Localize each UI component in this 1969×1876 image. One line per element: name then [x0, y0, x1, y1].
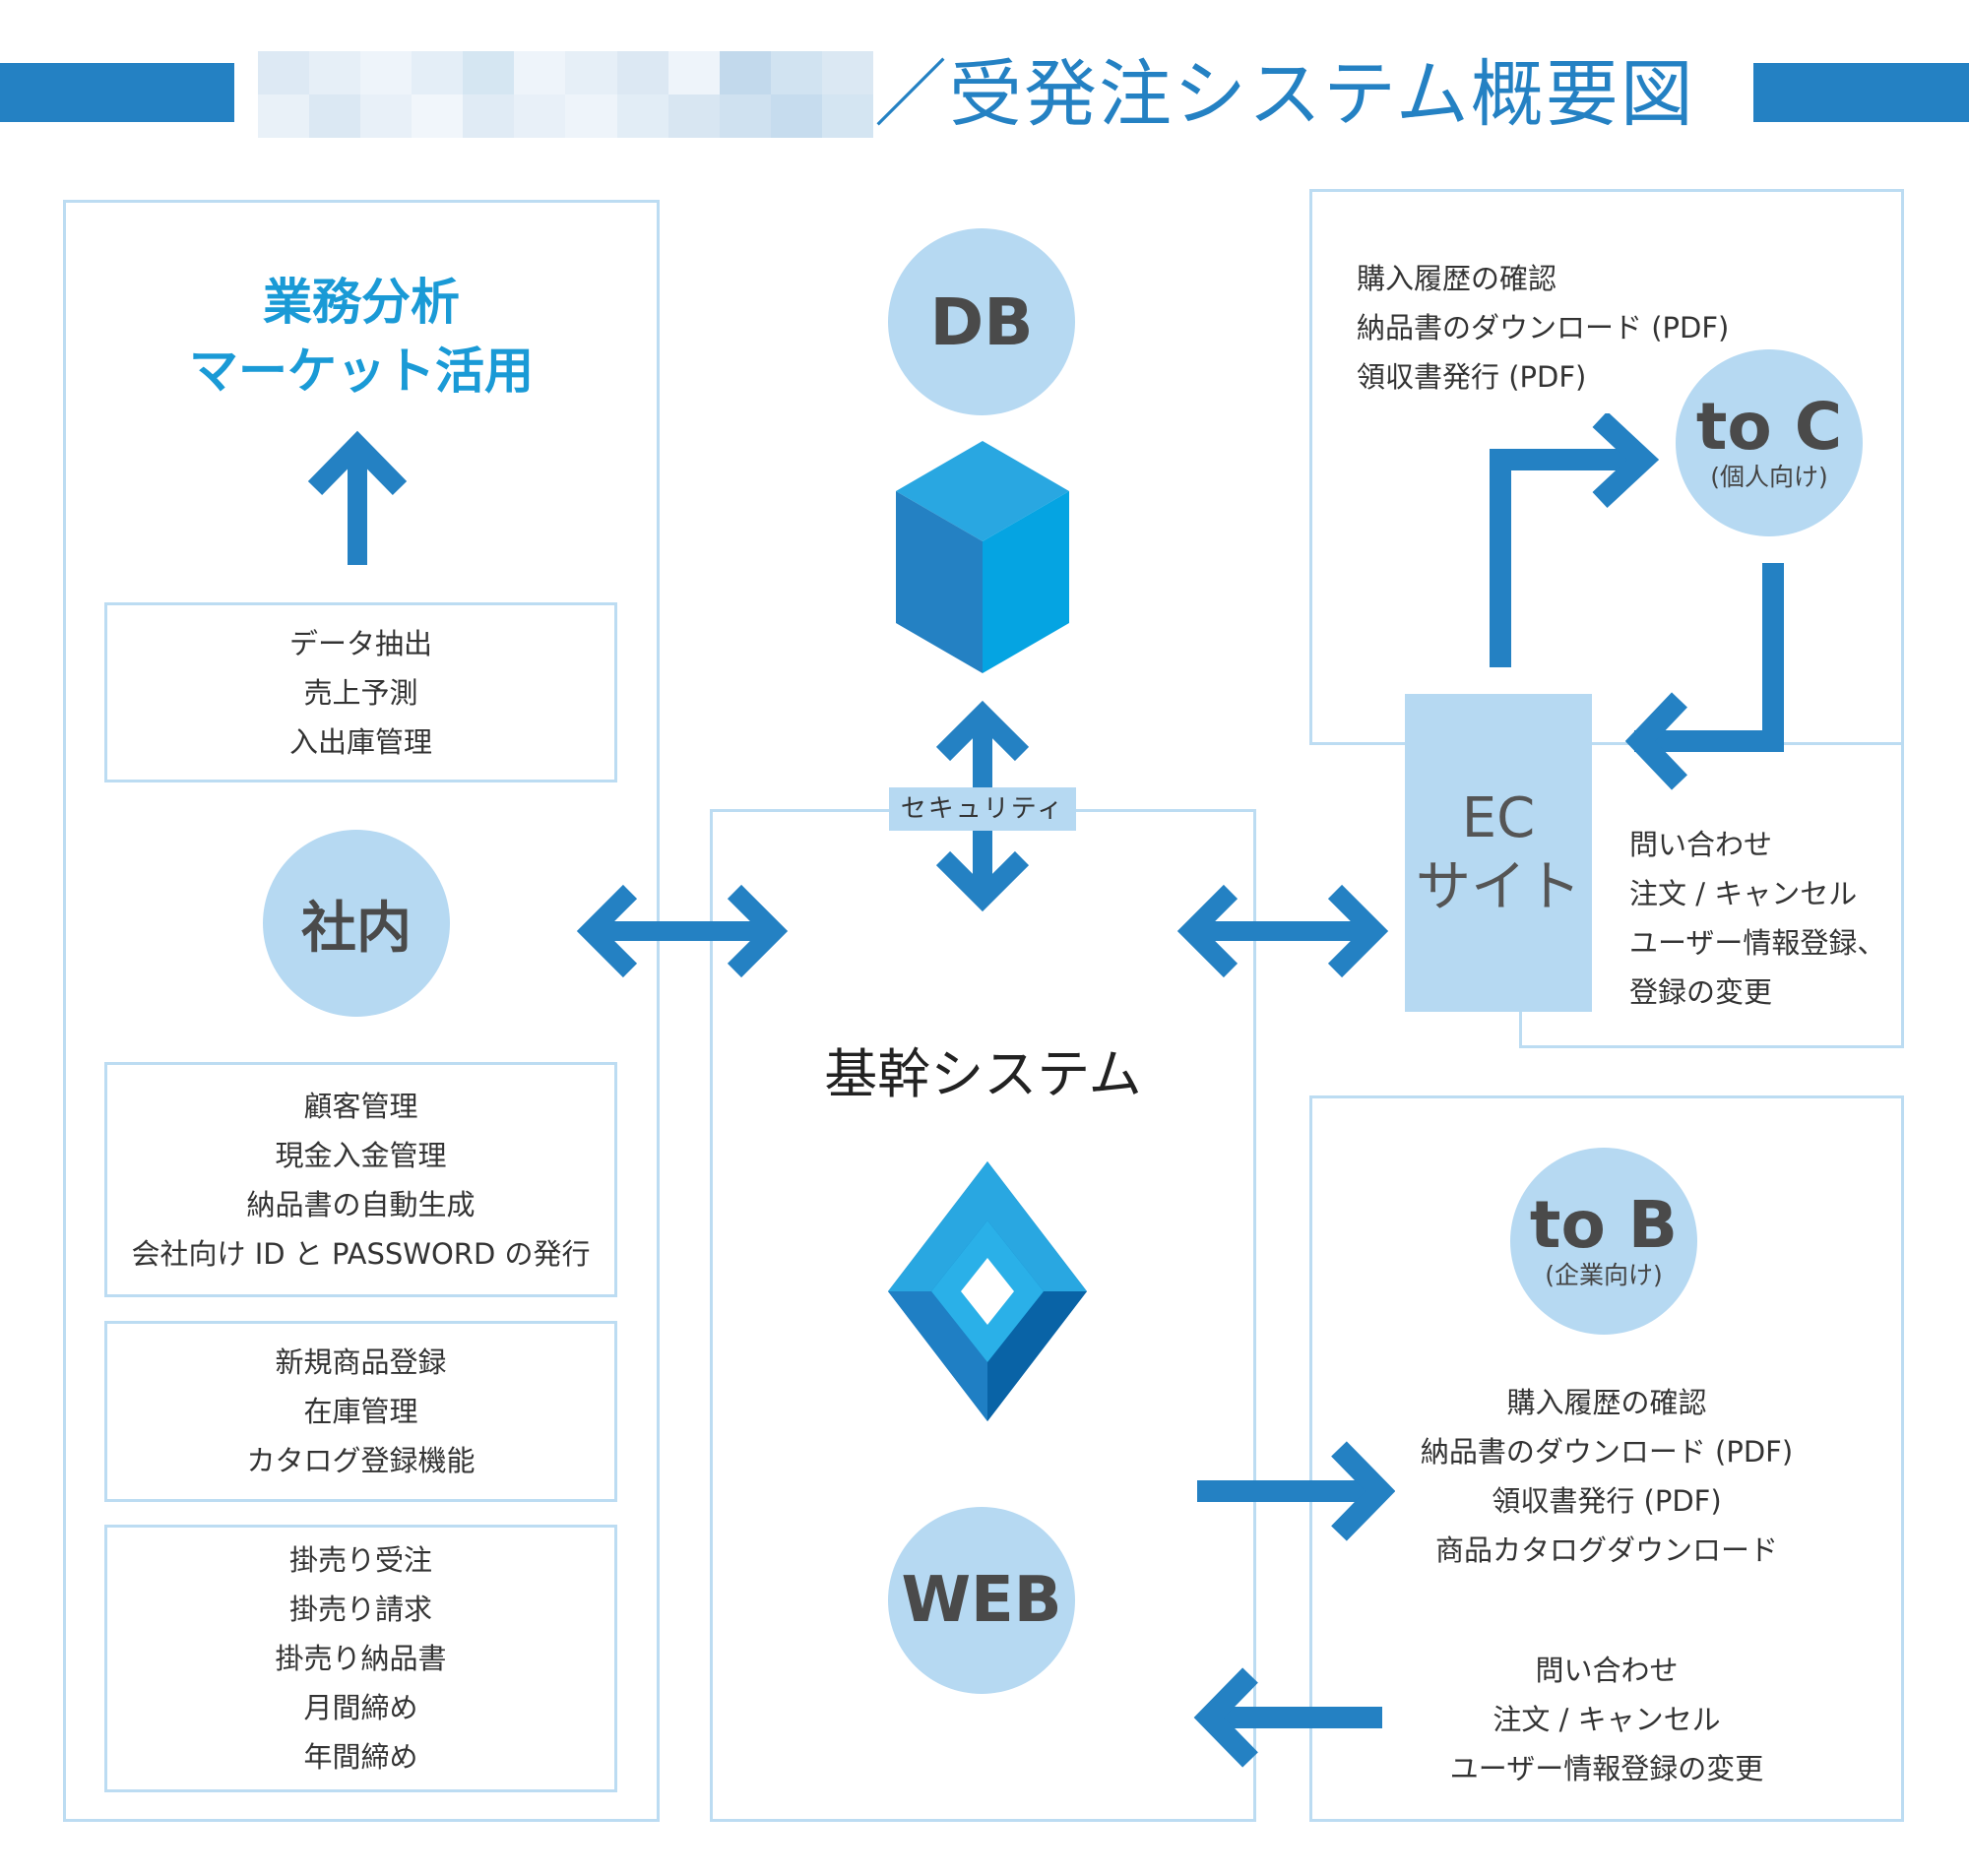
security-label: セキュリティ [889, 787, 1076, 831]
analysis-item: 入出庫管理 [288, 724, 432, 759]
to-b-inputs: 問い合わせ 注文 / キャンセル ユーザー情報登録の変更 [1309, 1646, 1904, 1793]
page-title: ／受発注システム概要図 [874, 52, 1695, 137]
customer-item: 現金入金管理 [275, 1138, 447, 1172]
to-b-title: to B [1529, 1187, 1679, 1263]
ec-site-box: EC サイト [1405, 694, 1592, 1012]
arrow-up-analysis [307, 430, 408, 565]
analysis-heading: 業務分析 マーケット活用 [63, 268, 660, 406]
to-c-output-item: 購入履歴の確認 [1357, 262, 1557, 295]
to-c-panel [1309, 189, 1904, 745]
to-b-output-item: 購入履歴の確認 [1506, 1386, 1707, 1419]
product-box: 新規商品登録 在庫管理 カタログ登録機能 [104, 1321, 617, 1502]
customer-item: 納品書の自動生成 [246, 1187, 476, 1221]
web-circle: WEB [888, 1507, 1075, 1694]
to-c-input-item: 注文 / キャンセル [1629, 877, 1858, 910]
to-c-ec-arrow [1624, 563, 1784, 790]
core-system-label: 基幹システム [824, 1043, 1142, 1105]
credit-item: 月間締め [303, 1691, 418, 1724]
web-to-b-arrow [1197, 1441, 1395, 1541]
to-b-input-item: 問い合わせ [1535, 1654, 1679, 1687]
to-b-input-item: 注文 / キャンセル [1493, 1703, 1721, 1736]
analysis-item: データ抽出 [288, 626, 432, 660]
to-c-title: to C [1695, 389, 1843, 465]
customer-item: 顧客管理 [303, 1089, 418, 1123]
header-bar-right [1753, 63, 1969, 122]
to-b-input-item: ユーザー情報登録の変更 [1449, 1752, 1764, 1785]
to-c-input-item: 登録の変更 [1629, 975, 1773, 1009]
customer-box: 顧客管理 現金入金管理 納品書の自動生成 会社向け ID と PASSWORD … [104, 1062, 617, 1297]
product-item: カタログ登録機能 [246, 1444, 476, 1477]
to-b-web-arrow [1193, 1667, 1382, 1768]
ec-to-c-arrow [1490, 413, 1660, 667]
internal-panel [63, 200, 660, 1822]
db-label: DB [929, 283, 1034, 360]
internal-label: 社内 [301, 896, 412, 961]
product-item: 在庫管理 [303, 1395, 418, 1428]
company-name-blurred [258, 51, 873, 138]
ec-site-label-2: サイト [1416, 854, 1581, 919]
credit-item: 掛売り受注 [288, 1543, 432, 1577]
to-c-circle: to C (個人向け) [1676, 349, 1863, 536]
to-c-output-item: 領収書発行 (PDF) [1357, 360, 1587, 394]
core-ec-double-arrow [1176, 884, 1389, 978]
to-c-input-item: ユーザー情報登録、 [1629, 926, 1886, 960]
credit-item: 掛売り納品書 [275, 1642, 447, 1675]
analysis-heading-line-2: マーケット活用 [189, 343, 534, 400]
to-b-output-item: 商品カタログダウンロード [1434, 1533, 1778, 1567]
to-c-input-item: 問い合わせ [1629, 828, 1773, 861]
credit-item: 年間締め [303, 1740, 418, 1774]
internal-circle: 社内 [263, 830, 450, 1017]
to-c-subtitle: (個人向け) [1710, 463, 1828, 491]
to-b-outputs: 購入履歴の確認 納品書のダウンロード (PDF) 領収書発行 (PDF) 商品カ… [1309, 1378, 1904, 1575]
analysis-item: 売上予測 [303, 675, 418, 710]
to-c-output-item: 納品書のダウンロード (PDF) [1357, 311, 1730, 344]
analysis-box: データ抽出 売上予測 入出庫管理 [104, 602, 617, 782]
header-bar-left [0, 63, 234, 122]
to-c-inputs: 問い合わせ 注文 / キャンセル ユーザー情報登録、 登録の変更 [1629, 820, 1885, 1017]
credit-item: 掛売り請求 [288, 1593, 432, 1626]
internal-core-double-arrow [576, 884, 789, 978]
database-cube-icon [896, 441, 1069, 673]
web-label: WEB [901, 1564, 1062, 1637]
customer-item: 会社向け ID と PASSWORD の発行 [131, 1236, 591, 1271]
ec-site-label-1: EC [1461, 785, 1536, 850]
to-b-subtitle: (企業向け) [1545, 1261, 1663, 1289]
web-diamond-icon [888, 1161, 1087, 1421]
to-c-outputs: 購入履歴の確認 納品書のダウンロード (PDF) 領収書発行 (PDF) [1357, 254, 1729, 402]
to-b-panel [1309, 1095, 1904, 1822]
db-circle: DB [888, 228, 1075, 415]
credit-box: 掛売り受注 掛売り請求 掛売り納品書 月間締め 年間締め [104, 1525, 617, 1792]
analysis-heading-line-1: 業務分析 [263, 274, 460, 331]
to-b-circle: to B (企業向け) [1510, 1148, 1697, 1335]
to-b-output-item: 領収書発行 (PDF) [1492, 1484, 1722, 1518]
product-item: 新規商品登録 [275, 1345, 447, 1379]
to-b-output-item: 納品書のダウンロード (PDF) [1420, 1435, 1794, 1469]
